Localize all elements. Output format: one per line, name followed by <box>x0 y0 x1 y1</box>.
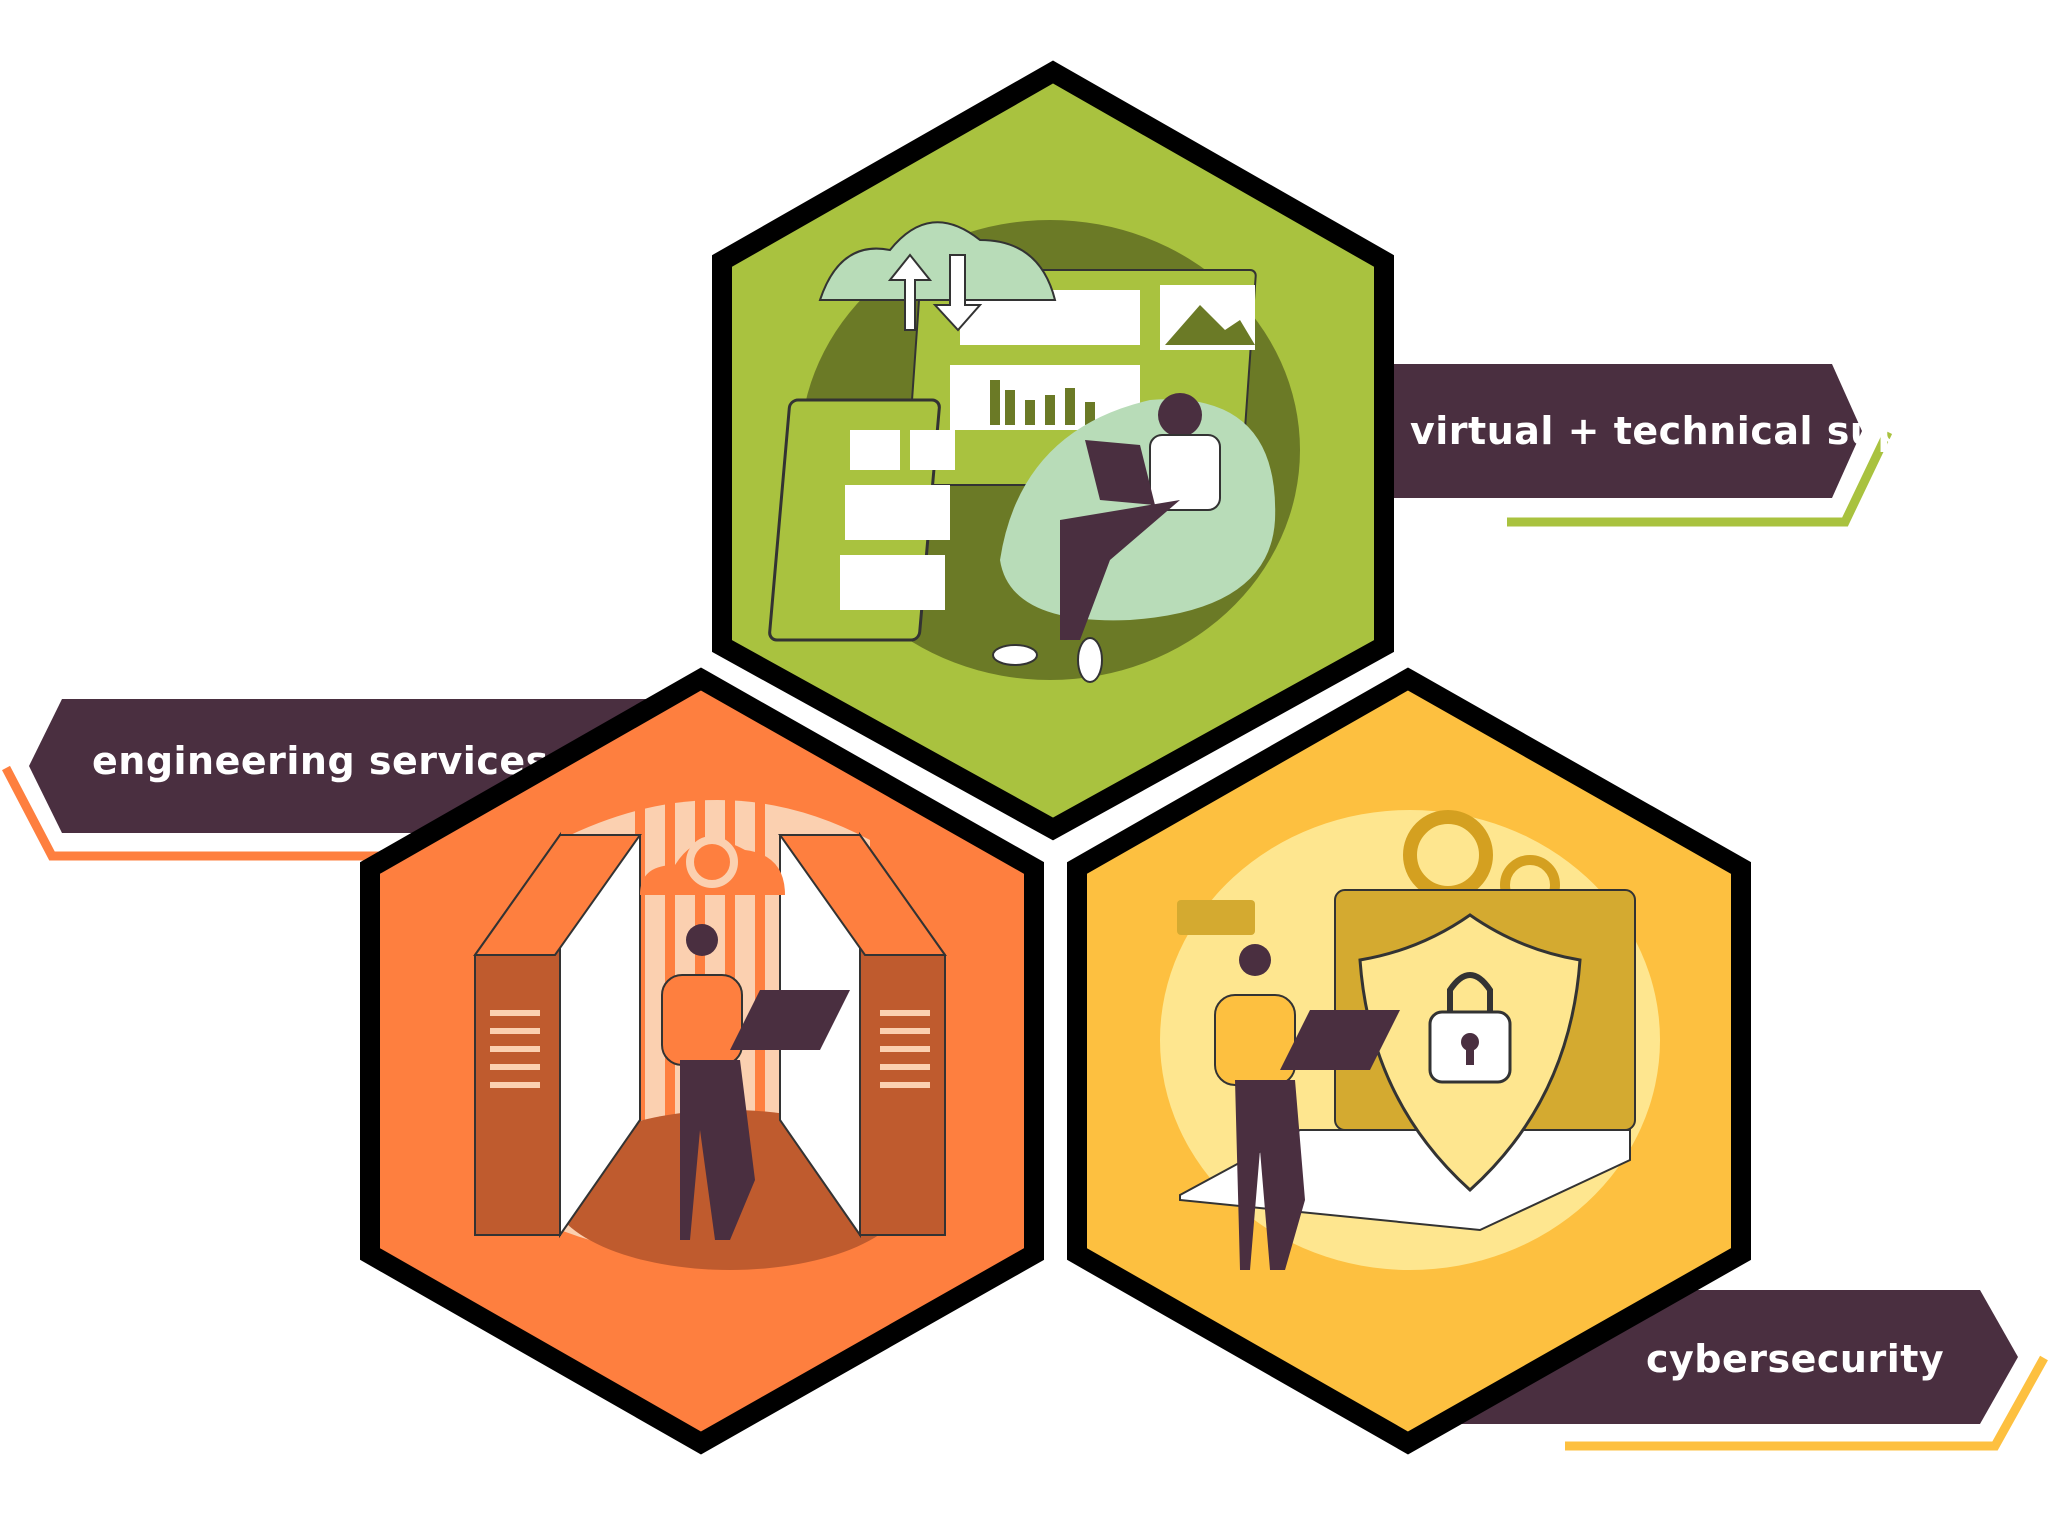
person-on-beanbag-cloud-sync-icon <box>768 220 1300 683</box>
label-virtual-technical-support: virtual + technical support <box>1410 409 1997 453</box>
hexagon-engineering-services <box>360 667 1044 1455</box>
label-engineering-services: engineering services <box>92 739 549 783</box>
banner-virtual-technical-support: virtual + technical support <box>1386 364 1997 527</box>
hexagon-cybersecurity <box>1067 667 1751 1455</box>
person-with-laptop-shield-lock-icon <box>1160 810 1660 1270</box>
hexagon-virtual-technical-support <box>712 60 1394 841</box>
label-cybersecurity: cybersecurity <box>1646 1337 1944 1381</box>
person-in-server-room-icon <box>473 800 947 1270</box>
